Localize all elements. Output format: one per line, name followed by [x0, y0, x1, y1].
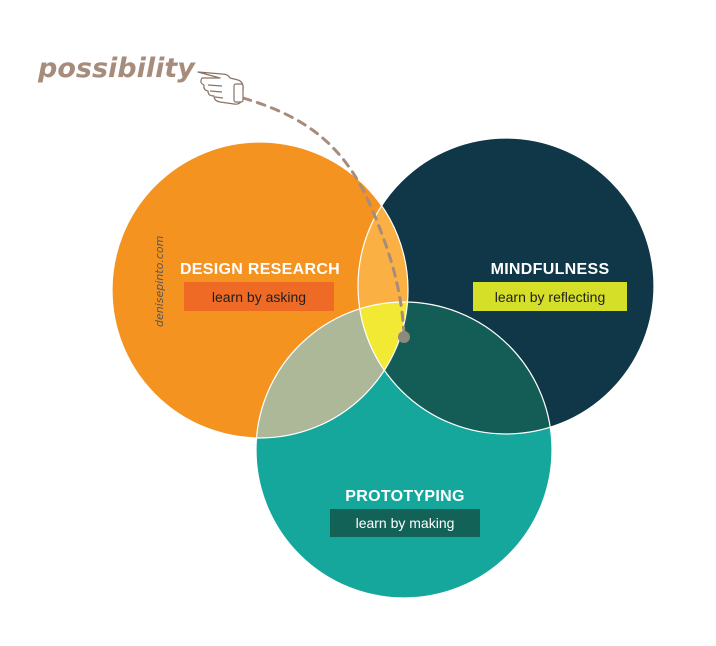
- mindfulness-label-bg: [473, 282, 627, 311]
- possibility-path: [241, 96, 406, 338]
- prototyping-subtitle: learn by making: [356, 515, 455, 531]
- prototyping-label-bg: [330, 509, 480, 537]
- credit-text: denisepinto.com: [153, 236, 166, 327]
- design-research-title: DESIGN RESEARCH: [180, 261, 340, 278]
- mindfulness-title: MINDFULNESS: [491, 261, 610, 278]
- pointing-hand-icon: [197, 71, 244, 105]
- circle-outlines: [111, 137, 655, 599]
- research-prototyping-overlap: [256, 302, 408, 438]
- possibility-label: possibility: [37, 53, 196, 84]
- center-dot: [398, 331, 410, 343]
- prototyping-title: PROTOTYPING: [345, 488, 464, 505]
- mindfulness-subtitle: learn by reflecting: [495, 289, 606, 305]
- design-research-subtitle: learn by asking: [212, 289, 306, 305]
- design-research-label-bg: [184, 282, 334, 311]
- mindfulness-prototyping-overlap: [358, 302, 552, 434]
